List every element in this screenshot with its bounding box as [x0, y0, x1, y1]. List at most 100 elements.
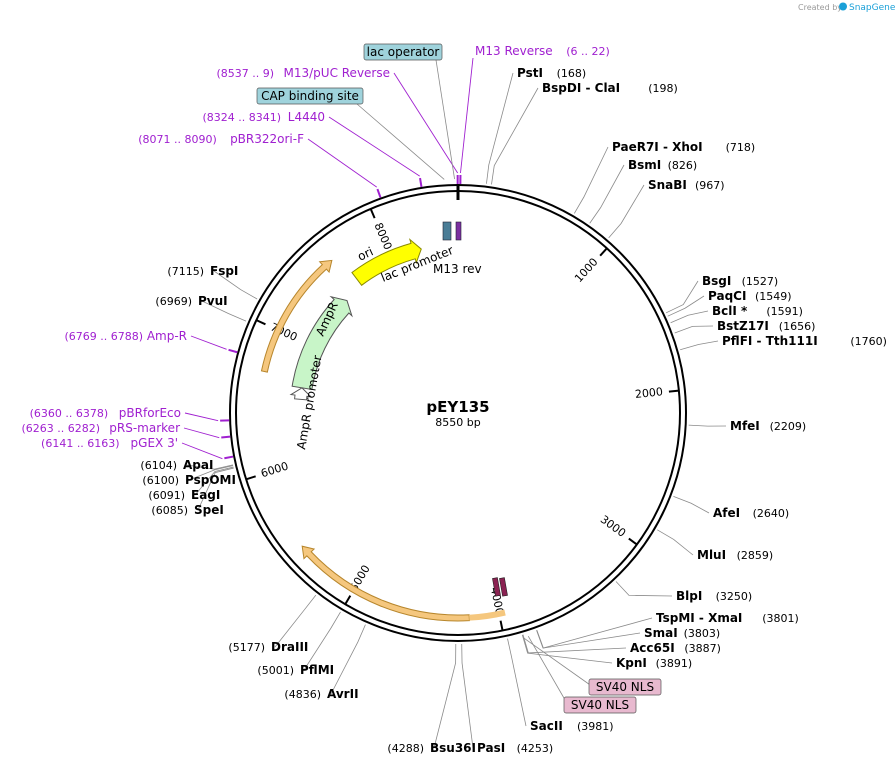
enzyme-site-paer7i: PaeR7I - XhoI (718) [612, 140, 755, 154]
orf-arc [260, 259, 333, 373]
primer-position: (8537 .. 9) [216, 67, 274, 80]
enzyme-position: (7115) [167, 265, 204, 278]
enzyme-site-afei: AfeI(2640) [713, 506, 789, 520]
enzyme-position: (967) [695, 179, 725, 192]
m13-rev-mark [455, 221, 462, 241]
enzyme-position: (1549) [755, 290, 792, 303]
enzyme-name: Acc65I [630, 641, 675, 655]
enzyme-name: EagI [191, 488, 220, 502]
ampr-promoter-feature [289, 387, 313, 401]
primer-m13-puc-reverse: M13/pUC Reverse(8537 .. 9) [216, 66, 390, 80]
tick-label: 6000 [259, 459, 290, 480]
enzyme-name: AvrII [327, 687, 359, 701]
m13-rev-label: M13 rev [433, 262, 482, 276]
enzyme-site-blpi: BlpI(3250) [676, 589, 752, 603]
enzyme-leader-line [521, 634, 613, 664]
tick-mark [668, 389, 679, 393]
enzyme-name: TspMI - XmaI [656, 611, 742, 625]
enzyme-leader-line [674, 325, 714, 334]
primer-arrow [221, 435, 231, 439]
enzyme-leader-line [608, 184, 645, 239]
enzyme-leader-line [201, 300, 247, 322]
enzyme-site-bcli: BclI *(1591) [712, 304, 803, 318]
primer-prs-marker: pRS-marker(6263 .. 6282) [21, 421, 180, 435]
enzyme-name: PflMI [300, 663, 334, 677]
feature-leader-line [523, 637, 594, 688]
enzyme-leader-line [615, 581, 673, 597]
primer-position: (8324 .. 8341) [202, 111, 281, 124]
feature-box [588, 678, 662, 696]
enzyme-leader-line [667, 295, 705, 317]
enzyme-leader-line [507, 638, 527, 727]
enzyme-position: (6085) [151, 504, 188, 517]
enzyme-site-smai: SmaI(3803) [644, 626, 720, 640]
primer-leader-line [181, 442, 223, 460]
enzyme-position: (168) [557, 67, 587, 80]
enzyme-site-draiii: DraIII(5177) [228, 640, 308, 654]
primer-name: pGEX 3' [131, 436, 178, 450]
enzyme-site-spei: SpeI(6085) [151, 503, 223, 517]
enzyme-position: (6100) [142, 474, 179, 487]
enzyme-leader-line [670, 310, 709, 324]
enzyme-name: BspDI - ClaI [542, 81, 620, 95]
enzyme-site-pvui: PvuI(6969) [155, 294, 227, 308]
enzyme-leader-line [680, 340, 719, 351]
enzyme-site-acc65i: Acc65I (3887) [630, 641, 721, 655]
enzyme-position: (4288) [387, 742, 424, 755]
enzyme-site-snabi: SnaBI(967) [648, 178, 725, 192]
enzyme-name: SmaI [644, 626, 678, 640]
enzyme-position: (1527) [742, 275, 779, 288]
enzyme-leader-line [433, 643, 457, 749]
primer-position: (6360 .. 6378) [30, 407, 109, 420]
primer-arrow [224, 455, 234, 460]
enzyme-site-mfei: MfeI(2209) [730, 419, 806, 433]
enzyme-site-kpni: KpnI(3891) [616, 656, 692, 670]
enzyme-site-bsgi: BsgI(1527) [702, 274, 778, 288]
enzyme-name: MluI [697, 548, 726, 562]
site-labels: PstI(168)BspDI - ClaI(198)PaeR7I - XhoI(… [21, 43, 887, 755]
credit-brand: SnapGene [849, 3, 896, 13]
enzyme-site-pasi: PasI(4253) [477, 741, 553, 755]
enzyme-name: PaqCI [708, 289, 746, 303]
lac-promoter-mark [442, 221, 452, 241]
primer-name: pRS-marker [109, 421, 180, 435]
enzyme-position: (1591) [766, 305, 803, 318]
enzyme-name: SacII [530, 719, 563, 733]
primer-m13-reverse: M13 Reverse(6 .. 22) [475, 44, 610, 58]
enzyme-position: (3887) [684, 642, 721, 655]
enzyme-site-fspi: FspI(7115) [167, 264, 238, 278]
primer-leader-line [460, 57, 474, 174]
credit-prefix: Created by [798, 3, 842, 12]
feature-box [563, 696, 637, 714]
enzyme-name: PaeR7I - XhoI [612, 140, 703, 154]
enzyme-position: (6091) [148, 489, 185, 502]
enzyme-position: (5001) [257, 664, 294, 677]
feature-leader-line [435, 59, 455, 180]
primer-leader-line [307, 138, 378, 188]
primer-name: Amp-R [147, 329, 187, 343]
enzyme-position: (1656) [779, 320, 816, 333]
enzyme-site-paqci: PaqCI (1549) [708, 289, 792, 303]
tick-mark [599, 247, 608, 257]
enzyme-leader-line [589, 164, 625, 224]
enzyme-name: BstZ17I [717, 319, 769, 333]
enzyme-leader-line [665, 280, 699, 314]
enzyme-leader-line [188, 465, 234, 481]
enzyme-name: ApaI [183, 458, 213, 472]
enzyme-name: PvuI [198, 294, 228, 308]
tick-mark [369, 208, 376, 219]
feature-leader-line [356, 103, 445, 180]
enzyme-position: (2209) [770, 420, 807, 433]
tick-label: 8000 [371, 221, 394, 252]
tick-label: 2000 [634, 385, 663, 401]
enzyme-position: (718) [726, 141, 756, 154]
tick-mark [344, 595, 352, 605]
enzyme-name: BsmI [628, 158, 661, 172]
orf-arc [301, 545, 470, 622]
tick-label: 4000 [488, 586, 506, 616]
tick-mark [499, 620, 504, 631]
enzyme-leader-line [657, 529, 694, 556]
enzyme-site-apai: ApaI(6104) [140, 458, 213, 472]
enzyme-site-bstz17i: BstZ17I (1656) [717, 319, 815, 333]
enzyme-name: PspOMI [185, 473, 236, 487]
